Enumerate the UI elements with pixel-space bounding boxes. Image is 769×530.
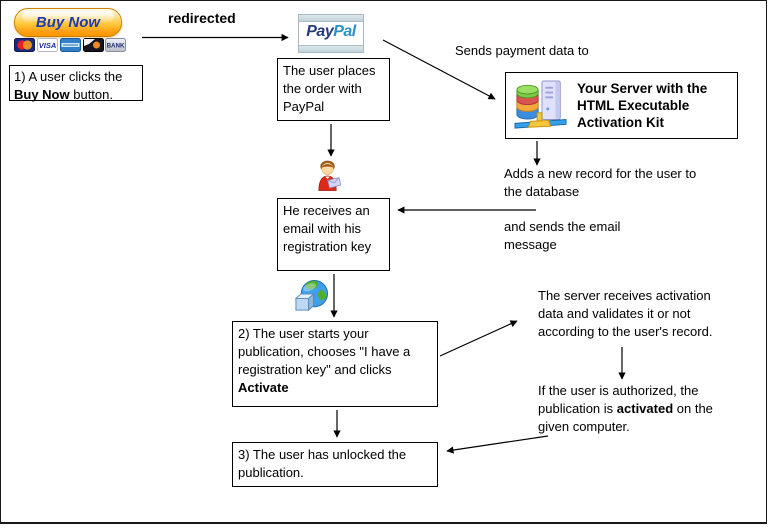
paypal-logo-bottom-band [299,45,363,52]
validates-note: The server receives activation data and … [538,288,713,339]
order-line: The user places [283,63,376,78]
email-note-box: He receives an email with his registrati… [277,198,390,271]
mastercard-card-icon [14,38,35,52]
step2-line: registration key" and clicks [238,362,392,377]
order-line: PayPal [283,99,325,114]
paypal-wordmark: PayPal [306,23,356,40]
step3-box: 3) The user has unlocked the publication… [232,442,438,487]
step2-box: 2) The user starts your publication, cho… [232,321,438,407]
visa-card-icon: VISA [37,38,58,52]
email-line: registration key [283,239,372,254]
step2-line: 2) The user starts your [238,326,369,341]
amex-card-icon [60,38,81,52]
bank-card-icon: BANK [105,38,126,52]
server-box: Your Server with the HTML Executable Act… [505,72,738,139]
redirected-label: redirected [168,10,236,26]
paypal-logo-top-band [299,15,363,22]
step2-activate: Activate [238,380,289,395]
visa-text: VISA [39,41,57,50]
step2-line: publication, chooses "I have a [238,344,411,359]
buy-now-label: Buy Now [35,14,101,31]
server-database-icon [514,79,567,129]
globe-publication-icon [293,279,330,317]
paypal-logo: PayPal [298,14,364,53]
adds-record-note: Adds a new record for the user to the da… [504,166,697,199]
user-icon [315,159,342,196]
sends-payment-label: Sends payment data to [455,43,589,58]
authorized-note: If the user is authorized, the publicati… [538,383,713,434]
discover-card-icon [83,38,104,52]
buy-now-button[interactable]: Buy Now [14,8,122,37]
step3-line: 3) The user has unlocked the [238,447,407,462]
order-note-box: The user places the order with PayPal [277,58,390,121]
step1-line2: Buy Now button. [14,87,113,102]
step1-box: 1) A user clicks the Buy Now button. [9,65,143,102]
email-line: email with his [283,221,362,236]
order-line: the order with [283,81,362,96]
email-line: He receives an [283,203,370,218]
sends-email-note: and sends the email message [504,219,621,252]
step3-line: publication. [238,465,304,480]
bank-text: BANK [107,43,125,50]
server-box-label: Your Server with the HTML Executable Act… [577,81,708,130]
step1-line1: 1) A user clicks the [14,69,123,84]
